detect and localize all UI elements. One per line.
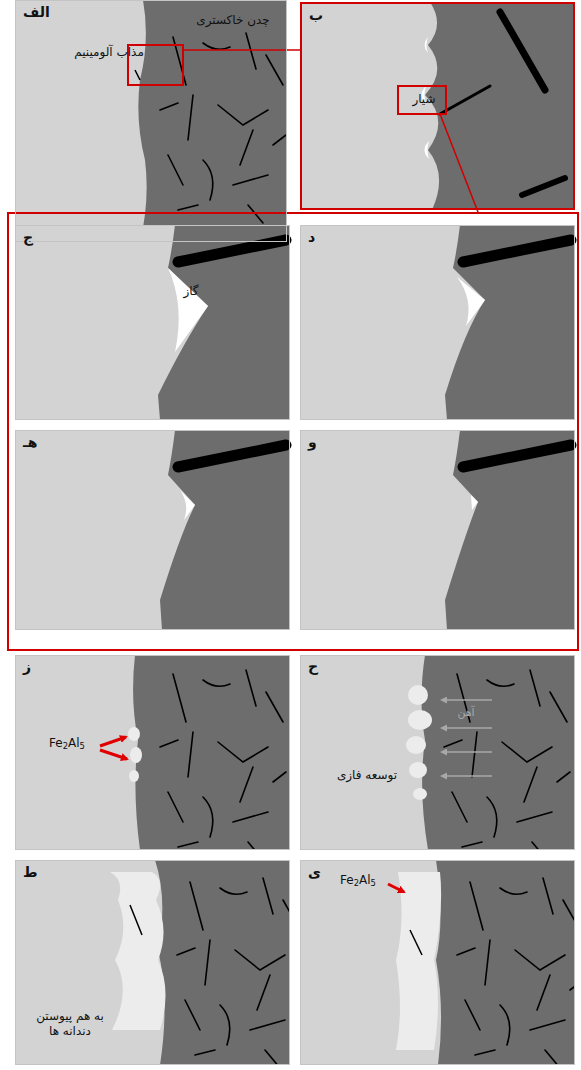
panel-i-art [15,860,303,1068]
zoom-connector [287,49,300,51]
annotation-text: Fe2Al5 [327,873,389,889]
panel-letter: ط [23,864,59,882]
panel-c-art [15,225,290,420]
panel-letter: هـ [23,434,59,452]
panel-letter: ج [23,229,59,247]
figure-panel: ح آهن توسعه فازی [300,655,575,850]
annotation-text: چدن خاکستری [181,13,285,28]
figure-panel: و [300,430,575,630]
figure-panel: ب شیار [300,2,575,210]
annotation-text: مذاب آلومینیم [54,45,164,60]
panel-j-art [300,860,581,1068]
panel-letter: و [308,434,344,452]
panel-a-art [15,0,287,242]
figure-panel: د [300,225,575,420]
zoom-frame [8,213,578,650]
figure-panel: ز Fe2Al5 [15,655,290,850]
figure-panel: ج گاز [15,225,290,420]
figure-panel: ط به هم پیوستن دندانه ها [15,860,290,1065]
panel-letter: ز [23,659,59,677]
annotation-text: گاز [174,284,208,299]
panel-h-art [300,655,575,860]
annotation-text: به هم پیوستن دندانه ها [24,1009,116,1039]
panel-letter: ح [308,659,344,677]
annotation-text: شیار [401,92,447,107]
figure-panel: هـ [15,430,290,630]
panel-letter: الف [23,4,59,22]
panel-letter: د [308,229,344,247]
panel-letter: ی [308,864,344,882]
annotation-text: توسعه فازی [323,768,411,783]
panel-b-art [300,2,575,212]
panel-e-art [15,430,290,630]
figure-panel: الف مذاب آلومینیم چدن خاکستری [15,0,287,242]
panel-g-art [15,655,290,860]
panel-d-art [300,225,575,420]
panel-f-art [300,430,575,630]
figure-panel: یFe2Al5 [300,860,575,1065]
panel-letter: ب [309,7,345,25]
annotation-text: آهن [441,706,491,720]
annotation-text: Fe2Al5 [32,736,102,752]
